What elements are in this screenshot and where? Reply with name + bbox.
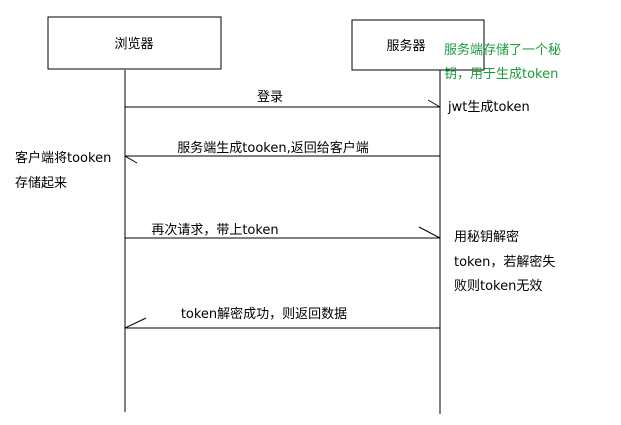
server-label: 服务器 <box>386 38 425 54</box>
note-decrypt-line-1: 用秘钥解密 <box>454 229 519 245</box>
message-return-data-arrowhead <box>124 317 147 329</box>
note-client-store-line-2: 存储起来 <box>15 176 67 191</box>
message-return-token: 服务端生成tooken,返回给客户端 <box>124 140 440 164</box>
note-jwt: jwt生成token <box>447 100 530 115</box>
message-return-token-label: 服务端生成tooken,返回给客户端 <box>177 140 368 156</box>
message-request-with-token: 再次请求，带上token <box>125 222 441 239</box>
message-login-arrowhead <box>427 99 441 108</box>
message-request-with-token-arrowhead <box>418 226 441 239</box>
participant-browser: 浏览器 <box>47 16 222 70</box>
browser-box <box>47 16 222 70</box>
note-client-store-line-1: 客户端将tooken <box>15 150 111 166</box>
note-server-secret-line-1: 服务端存储了一个秘 <box>444 42 561 58</box>
browser-label: 浏览器 <box>114 36 153 52</box>
note-decrypt-line-2: token，若解密失 <box>454 254 555 270</box>
message-return-token-arrowhead <box>124 155 138 164</box>
message-return-data-label: token解密成功，则返回数据 <box>181 306 347 322</box>
participant-server: 服务器 <box>351 19 485 71</box>
message-return-data: token解密成功，则返回数据 <box>124 306 440 329</box>
note-jwt-line-1: jwt生成token <box>447 100 530 115</box>
message-login: 登录 <box>125 90 441 108</box>
note-decrypt-line-3: 败则token无效 <box>454 279 542 294</box>
note-client-store: 客户端将tooken 存储起来 <box>15 150 111 191</box>
note-decrypt: 用秘钥解密 token，若解密失 败则token无效 <box>454 229 555 294</box>
note-server-secret: 服务端存储了一个秘 钥，用于生成token <box>444 42 561 82</box>
server-box <box>351 19 485 71</box>
message-login-label: 登录 <box>257 90 283 105</box>
message-request-with-token-label: 再次请求，带上token <box>151 222 278 238</box>
note-server-secret-line-2: 钥，用于生成token <box>444 67 558 82</box>
